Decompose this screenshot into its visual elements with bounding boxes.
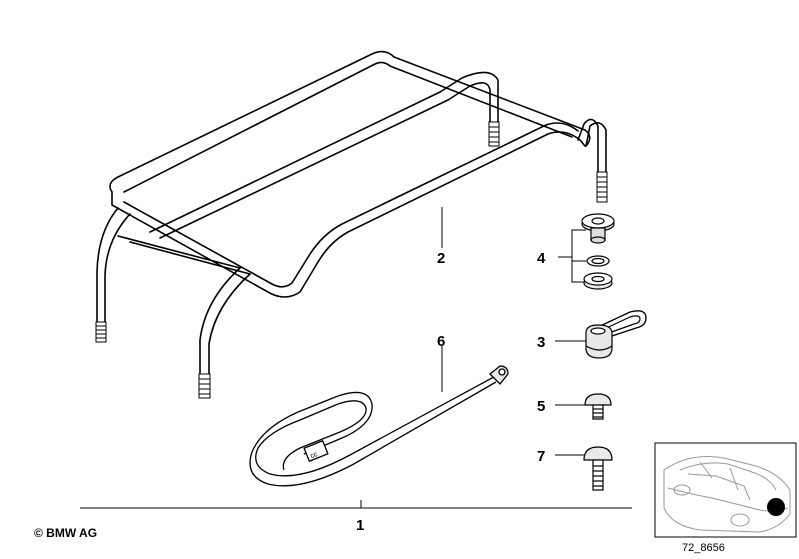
callout-1: 1 — [356, 517, 364, 534]
location-marker-icon — [767, 498, 785, 516]
copyright-text: © BMW AG — [34, 526, 98, 540]
callout-3: 3 — [537, 334, 545, 351]
vehicle-location-thumbnail — [654, 442, 797, 538]
threaded-leg-ends — [95, 121, 608, 399]
callout-2: 2 — [437, 250, 445, 267]
svg-text:cc: cc — [310, 451, 320, 460]
push-clip-long — [583, 446, 613, 491]
callout-5: 5 — [537, 398, 545, 415]
push-clip-small — [584, 393, 612, 420]
diagram-reference: 72_8656 — [682, 542, 725, 554]
luggage-rack-frame — [96, 50, 607, 375]
callout-4: 4 — [537, 250, 546, 267]
tension-strap: cc — [249, 365, 509, 487]
callout-6: 6 — [437, 333, 445, 350]
leader-lines — [80, 207, 632, 509]
mounting-bushing-set — [581, 213, 615, 290]
callout-7: 7 — [537, 448, 545, 465]
strap-loop-cap — [585, 310, 647, 359]
